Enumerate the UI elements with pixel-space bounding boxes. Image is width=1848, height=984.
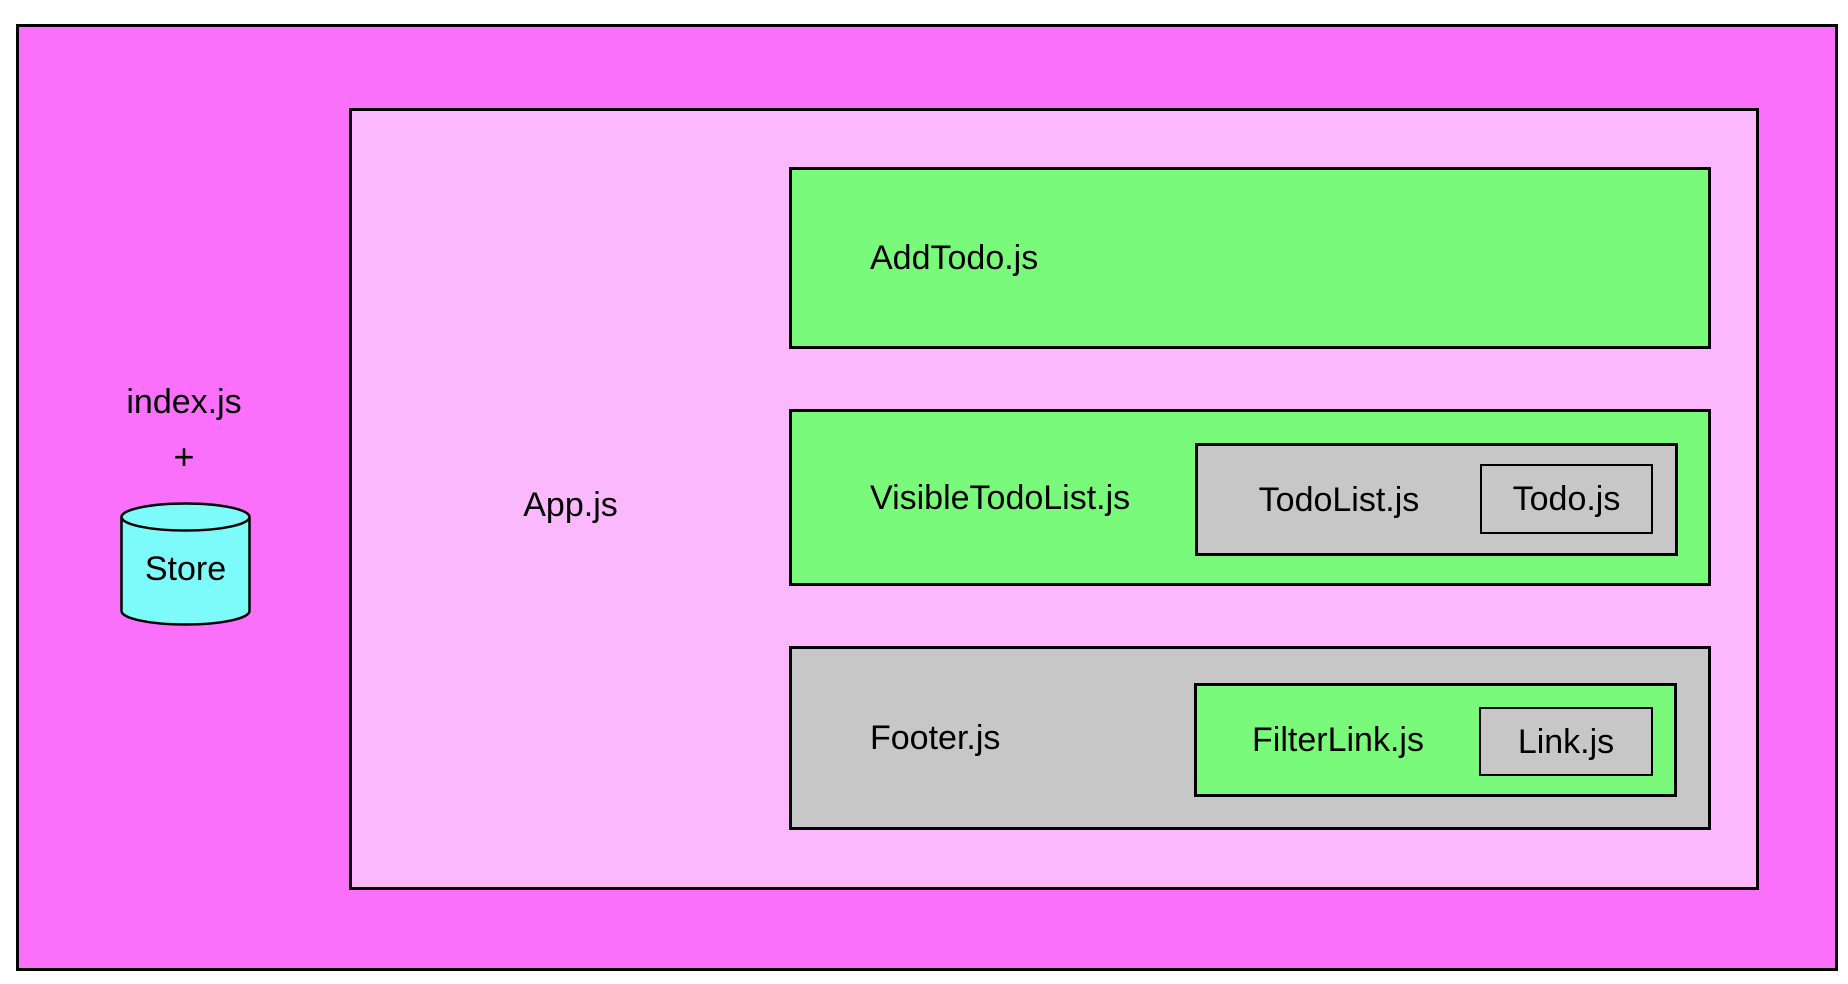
todo-list-label-region: TodoList.js <box>1198 446 1480 553</box>
add-todo-label: AddTodo.js <box>870 239 1039 277</box>
filter-link-box: FilterLink.js Link.js <box>1194 683 1677 797</box>
filter-link-label: FilterLink.js <box>1252 721 1424 759</box>
store-label: Store <box>144 550 227 588</box>
footer-label: Footer.js <box>870 719 1001 757</box>
visible-todo-list-label: VisibleTodoList.js <box>870 478 1131 517</box>
todo-box: Todo.js <box>1480 464 1653 534</box>
todo-list-label: TodoList.js <box>1258 480 1420 519</box>
plus-sign: + <box>173 436 195 477</box>
app-js-container-box: App.js AddTodo.js VisibleTodoList.js Tod… <box>349 108 1759 890</box>
app-js-label: App.js <box>523 486 618 524</box>
todo-label: Todo.js <box>1512 480 1621 518</box>
database-cylinder-icon <box>120 502 251 626</box>
store-cylinder: Store <box>119 501 252 627</box>
link-box: Link.js <box>1479 707 1653 776</box>
filter-link-label-region: FilterLink.js <box>1197 686 1479 794</box>
add-todo-box: AddTodo.js <box>789 167 1711 349</box>
index-js-label: index.js <box>126 383 242 421</box>
todo-list-box: TodoList.js Todo.js <box>1195 443 1678 556</box>
visible-todo-list-box: VisibleTodoList.js TodoList.js Todo.js <box>789 409 1711 586</box>
link-label: Link.js <box>1517 722 1615 761</box>
index-js-container-box: index.js + Store App.js AddTodo.js Visib… <box>16 24 1838 971</box>
footer-box: Footer.js FilterLink.js Link.js <box>789 646 1711 830</box>
